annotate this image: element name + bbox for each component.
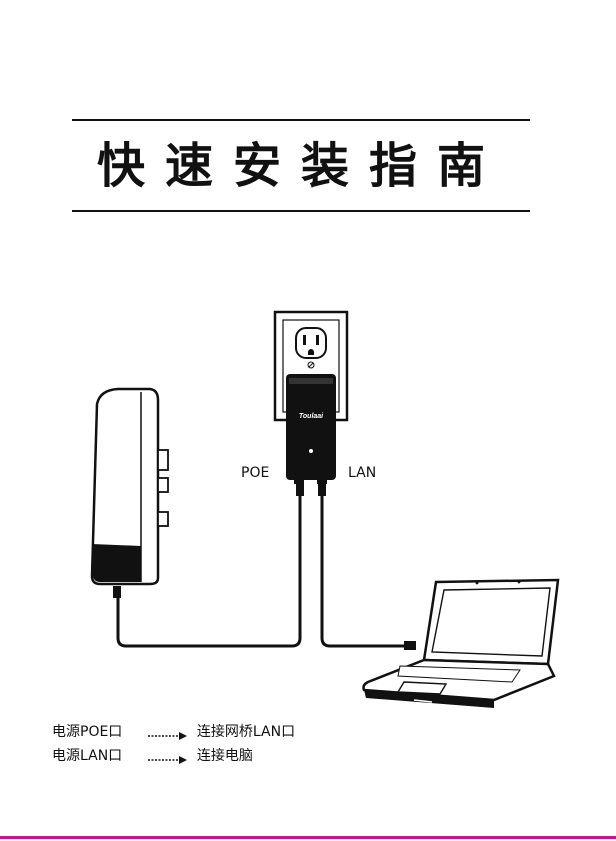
legend-target: 连接电脑 [196,748,253,764]
legend-row-lan: 电源LAN口 连接电脑 [52,746,253,766]
adapter-brand-text: Toulaai [299,413,324,420]
legend-source: 电源POE口 [52,724,123,740]
poe-port-label: POE [241,465,269,481]
legend-target: 连接网桥LAN口 [196,724,296,740]
dotted-arrow-icon [148,727,188,740]
lan-port-label: LAN [348,465,376,481]
connection-diagram: Toulaai POE LAN [90,310,560,708]
laptop [362,578,560,708]
power-led-icon [309,449,313,453]
legend-source: 电源LAN口 [52,748,123,764]
accent-bar [0,836,616,839]
outdoor-bridge [90,387,169,598]
page-title: 快速安装指南 [96,138,505,194]
poe-adapter: Toulaai [286,374,336,484]
dotted-arrow-icon [148,751,188,764]
legend-row-poe: 电源POE口 连接网桥LAN口 [52,722,295,742]
lan-cable [318,484,416,650]
poe-cable [116,484,304,648]
title-rule-top [72,119,530,121]
title-rule-bottom [72,210,530,212]
